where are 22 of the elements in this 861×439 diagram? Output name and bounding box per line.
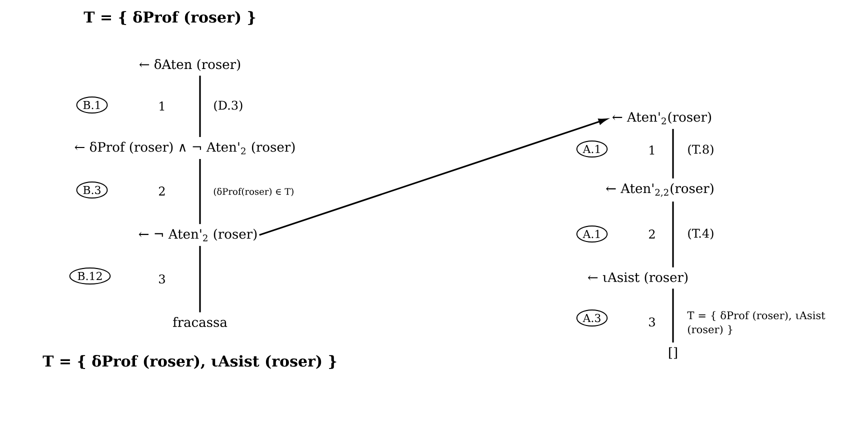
step-number: 3 — [159, 274, 165, 284]
rule-label: (T.4) — [688, 228, 714, 240]
goal-text: ← Aten'$_{2}$(roser) — [612, 112, 712, 124]
rule-label: (D.3) — [214, 100, 242, 112]
step-number: 2 — [649, 230, 655, 238]
step-number: 3 — [649, 317, 655, 327]
set-text: T = { δProf (roser), ιAsist (roser) } — [42, 355, 336, 369]
set-text: T = { δProf (roser) } — [84, 11, 256, 25]
rule-label: (T.8) — [688, 144, 714, 156]
goal-text: fracassa — [173, 316, 228, 328]
goal-text: ← ¬ Aten'$_{2}$ (roser) — [138, 228, 257, 242]
rule-label: T = { δProf (roser), ιAsist (roser) } — [687, 311, 826, 335]
goal-text: ← δAten (roser) — [139, 59, 240, 71]
goal-text: ← ιAsist (roser) — [588, 272, 688, 284]
step-number: 1 — [650, 146, 654, 154]
goal-text: ← δProf (roser) ∧ ¬ Aten'$_{2}$ (roser) — [74, 142, 295, 154]
rule-label: (δProf(roser) ∈ T) — [214, 188, 294, 196]
goal-text: ← Aten'$_{2,2}$(roser) — [606, 183, 714, 197]
step-number: 2 — [159, 186, 165, 196]
goal-text: [] — [669, 347, 677, 359]
arrow — [259, 118, 608, 236]
step-number: 1 — [160, 102, 164, 110]
